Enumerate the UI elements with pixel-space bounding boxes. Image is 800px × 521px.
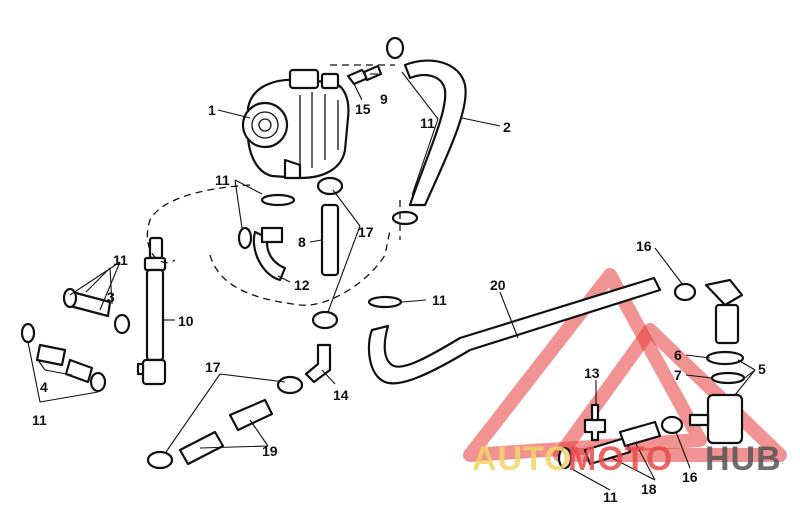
screw xyxy=(362,64,383,82)
barb-fittings-4 xyxy=(20,322,107,393)
leader-lines xyxy=(27,71,756,491)
label-part-2: 2 xyxy=(503,119,511,135)
fuel-pump-assembly xyxy=(241,68,350,180)
o-ring-7 xyxy=(710,371,746,385)
label-part-6: 6 xyxy=(674,347,682,363)
short-hose-d xyxy=(618,420,662,448)
label-part-3: 3 xyxy=(107,289,115,305)
connector-set-3 xyxy=(62,287,131,335)
label-part-12: 12 xyxy=(294,277,310,293)
label-part-7: 7 xyxy=(674,367,682,383)
elbow-fitting xyxy=(304,343,332,384)
short-hose-a xyxy=(228,398,274,432)
label-part-14: 14 xyxy=(333,387,349,403)
label-part-9: 9 xyxy=(380,91,388,107)
watermark-moto: MOTO xyxy=(568,440,673,478)
short-hose-c xyxy=(583,436,632,466)
label-part-11-f: 11 xyxy=(603,489,618,505)
label-part-17-a: 17 xyxy=(358,224,374,240)
label-part-19: 19 xyxy=(262,443,278,459)
fuel-line-assembly xyxy=(136,236,167,386)
tee-fitting xyxy=(583,418,607,442)
fuel-filter-assembly xyxy=(688,278,744,445)
label-part-4: 4 xyxy=(40,379,48,395)
o-ring-6 xyxy=(705,350,745,366)
hose-long xyxy=(367,276,662,385)
watermark-logo xyxy=(463,268,787,462)
label-part-5: 5 xyxy=(758,361,766,377)
hose-upper xyxy=(403,59,467,207)
label-part-10: 10 xyxy=(178,313,194,329)
label-part-11-d: 11 xyxy=(32,412,47,428)
watermark-hub: HUB xyxy=(705,440,782,478)
label-part-15: 15 xyxy=(355,101,371,117)
label-part-11-b: 11 xyxy=(215,172,230,188)
label-part-16-b: 16 xyxy=(682,469,698,485)
label-part-17-b: 17 xyxy=(205,359,221,375)
label-part-11-e: 11 xyxy=(432,292,447,308)
label-part-16-a: 16 xyxy=(636,238,652,254)
label-part-11-a: 11 xyxy=(420,115,435,131)
label-part-18: 18 xyxy=(641,481,657,497)
routing-line-left xyxy=(146,184,251,264)
part-number-labels: 1 2 3 4 5 6 7 8 9 10 11 11 11 11 11 11 1… xyxy=(32,91,766,505)
routing-line-center xyxy=(209,229,391,306)
hose-elbow xyxy=(252,230,287,282)
label-part-20: 20 xyxy=(490,277,506,293)
clamps xyxy=(146,36,697,470)
watermark-triangle-left xyxy=(463,268,707,462)
label-part-13: 13 xyxy=(584,365,600,381)
watermark-text: AUTO MOTO HUB xyxy=(472,440,782,478)
label-part-8: 8 xyxy=(298,234,306,250)
label-part-1: 1 xyxy=(208,102,216,118)
label-part-11-c: 11 xyxy=(113,252,128,268)
watermark-triangle-right xyxy=(553,323,787,462)
tube-straight xyxy=(320,203,340,277)
watermark-auto: AUTO xyxy=(472,440,572,478)
